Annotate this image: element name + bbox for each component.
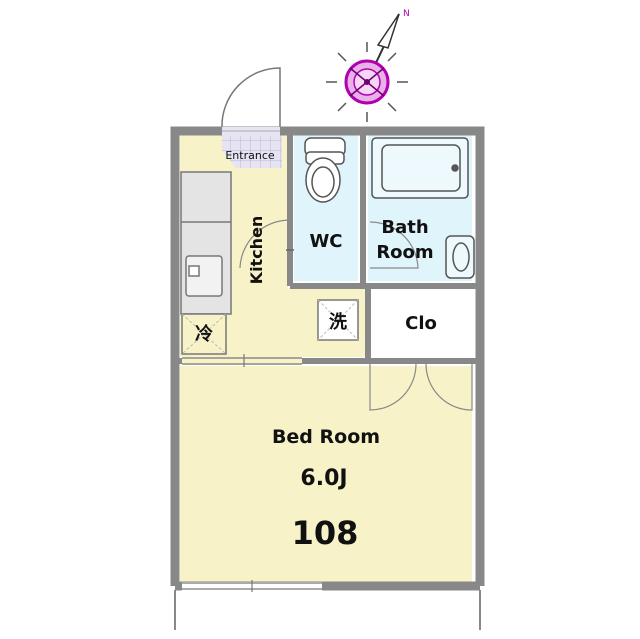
entrance-floor xyxy=(222,135,282,168)
bedroom-floor xyxy=(180,366,472,582)
closet-label: Clo xyxy=(405,313,437,334)
washbasin-icon xyxy=(445,235,475,279)
bath-door xyxy=(369,221,419,269)
bath-label-line1: Bath xyxy=(381,217,428,238)
compass-icon: N xyxy=(326,9,410,122)
bedroom-label: Bed Room xyxy=(272,426,380,448)
wc-door xyxy=(239,219,291,270)
entrance-label: Entrance xyxy=(225,149,275,162)
fridge-label: 冷 xyxy=(195,323,213,345)
compass-north-letter: N xyxy=(403,9,410,19)
toilet-icon xyxy=(304,137,346,203)
bedroom-size: 6.0J xyxy=(300,466,347,491)
washer-space xyxy=(317,299,359,341)
closet-floor xyxy=(372,290,472,355)
bathtub-icon xyxy=(371,137,469,199)
room-number: 108 xyxy=(292,514,359,552)
bath-label-line2: Room xyxy=(376,242,433,263)
entrance-door xyxy=(221,67,281,133)
kitchen-label: Kitchen xyxy=(247,216,266,285)
closet-doors xyxy=(369,363,473,411)
wc-label: WC xyxy=(309,231,342,252)
kitchen-counter xyxy=(180,171,232,315)
fridge-space xyxy=(181,313,227,355)
washer-label: 洗 xyxy=(329,311,347,333)
